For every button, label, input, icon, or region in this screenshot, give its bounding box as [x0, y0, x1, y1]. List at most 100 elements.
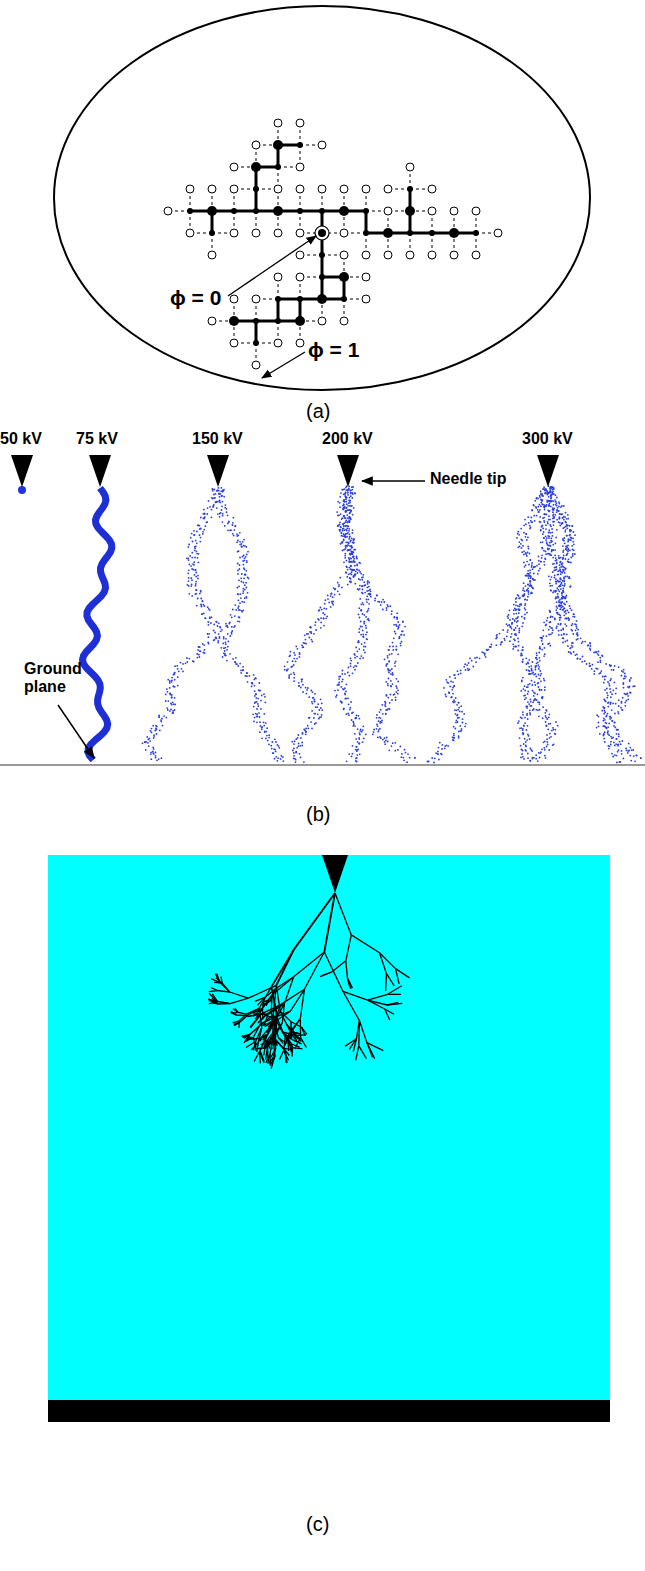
- streamer-dot: [550, 492, 552, 494]
- streamer-dot: [346, 566, 348, 568]
- streamer-dot: [359, 734, 361, 736]
- streamer-dot: [349, 577, 351, 579]
- occupied-site: [407, 230, 413, 236]
- streamer-dot: [158, 716, 160, 718]
- streamer-dot: [334, 690, 336, 692]
- streamer-dot: [350, 665, 352, 667]
- streamer-dot: [153, 753, 155, 755]
- streamer-dot: [500, 644, 502, 646]
- streamer-dot: [197, 575, 199, 577]
- occupied-site: [297, 208, 303, 214]
- streamer-dot: [318, 610, 320, 612]
- streamer-dot: [550, 541, 552, 543]
- streamer-dot: [351, 532, 353, 534]
- streamer-dot: [189, 564, 191, 566]
- streamer-dot: [344, 506, 346, 508]
- streamer-dot: [532, 568, 534, 570]
- streamer-dot: [165, 700, 167, 702]
- streamer-dot: [290, 673, 292, 675]
- streamer-dot: [225, 638, 227, 640]
- streamer-dot: [352, 570, 354, 572]
- streamer-dot: [172, 712, 174, 714]
- streamer-dot: [345, 498, 347, 500]
- streamer-dot: [217, 513, 219, 515]
- streamer-dot: [553, 521, 555, 523]
- streamer-dot: [467, 669, 469, 671]
- streamer-dot: [351, 719, 353, 721]
- streamer-dot: [385, 702, 387, 704]
- streamer-dot: [357, 741, 359, 743]
- streamer-dot: [298, 745, 300, 747]
- streamer-dot: [320, 627, 322, 629]
- streamer-dot: [261, 728, 263, 730]
- streamer-dot: [525, 575, 527, 577]
- streamer-dot: [226, 660, 228, 662]
- streamer-dot: [527, 570, 529, 572]
- streamer-dot: [359, 571, 361, 573]
- streamer-dot: [265, 722, 267, 724]
- streamer-dot: [286, 670, 288, 672]
- streamer-dot: [160, 721, 162, 723]
- streamer-dot: [339, 502, 341, 504]
- streamer-dot: [462, 718, 464, 720]
- streamer-dot: [245, 675, 247, 677]
- streamer-dot: [460, 670, 462, 672]
- streamer-dot: [191, 557, 193, 559]
- streamer-dot: [382, 599, 384, 601]
- streamer-dot: [353, 666, 355, 668]
- streamer-dot: [352, 721, 354, 723]
- occupied-site: [209, 230, 215, 236]
- streamer-dot: [347, 505, 349, 507]
- streamer-dot: [394, 742, 396, 744]
- streamer-dot: [174, 709, 176, 711]
- streamer-dot: [350, 565, 352, 567]
- streamer-dot: [447, 682, 449, 684]
- streamer-dot: [194, 549, 196, 551]
- streamer-dot: [341, 535, 343, 537]
- streamer-dot: [230, 529, 232, 531]
- streamer-dot: [519, 597, 521, 599]
- streamer-dot: [549, 542, 551, 544]
- streamer-dot: [264, 701, 266, 703]
- streamer-dot: [152, 752, 154, 754]
- streamer-dot: [169, 710, 171, 712]
- streamer-dot: [352, 529, 354, 531]
- streamer-dot: [453, 737, 455, 739]
- streamer-dot: [527, 583, 529, 585]
- streamer-dot: [521, 540, 523, 542]
- streamer-dot: [171, 697, 173, 699]
- candidate-site: [450, 207, 458, 215]
- streamer-dot: [330, 593, 332, 595]
- streamer-dot: [452, 693, 454, 695]
- streamer-dot: [303, 729, 305, 731]
- streamer-dot: [281, 755, 283, 757]
- streamer-dot: [186, 657, 188, 659]
- streamer-dot: [543, 488, 545, 490]
- streamer-dot: [518, 608, 520, 610]
- streamer-dot: [363, 581, 365, 583]
- streamer-dot: [524, 590, 526, 592]
- streamer-dot: [343, 515, 345, 517]
- streamer-dot: [337, 590, 339, 592]
- streamer-dot: [303, 642, 305, 644]
- streamer-dot: [257, 705, 259, 707]
- streamer-dot: [310, 690, 312, 692]
- streamer-dot: [550, 495, 552, 497]
- streamer-dot: [401, 630, 403, 632]
- streamer-dot: [526, 555, 528, 557]
- streamer-dot: [453, 699, 455, 701]
- streamer-dot: [232, 524, 234, 526]
- streamer-dot: [343, 689, 345, 691]
- streamer-dot: [530, 517, 532, 519]
- streamer-dot: [511, 622, 513, 624]
- streamer-dot: [305, 687, 307, 689]
- streamer-dot: [396, 646, 398, 648]
- streamer-dot: [258, 682, 260, 684]
- streamer-dot: [271, 748, 273, 750]
- streamer-dot: [222, 490, 224, 492]
- streamer-dot: [256, 701, 258, 703]
- streamer-dot: [362, 729, 364, 731]
- streamer-dot: [441, 753, 443, 755]
- streamer-dot: [161, 718, 163, 720]
- streamer-dot: [224, 650, 226, 652]
